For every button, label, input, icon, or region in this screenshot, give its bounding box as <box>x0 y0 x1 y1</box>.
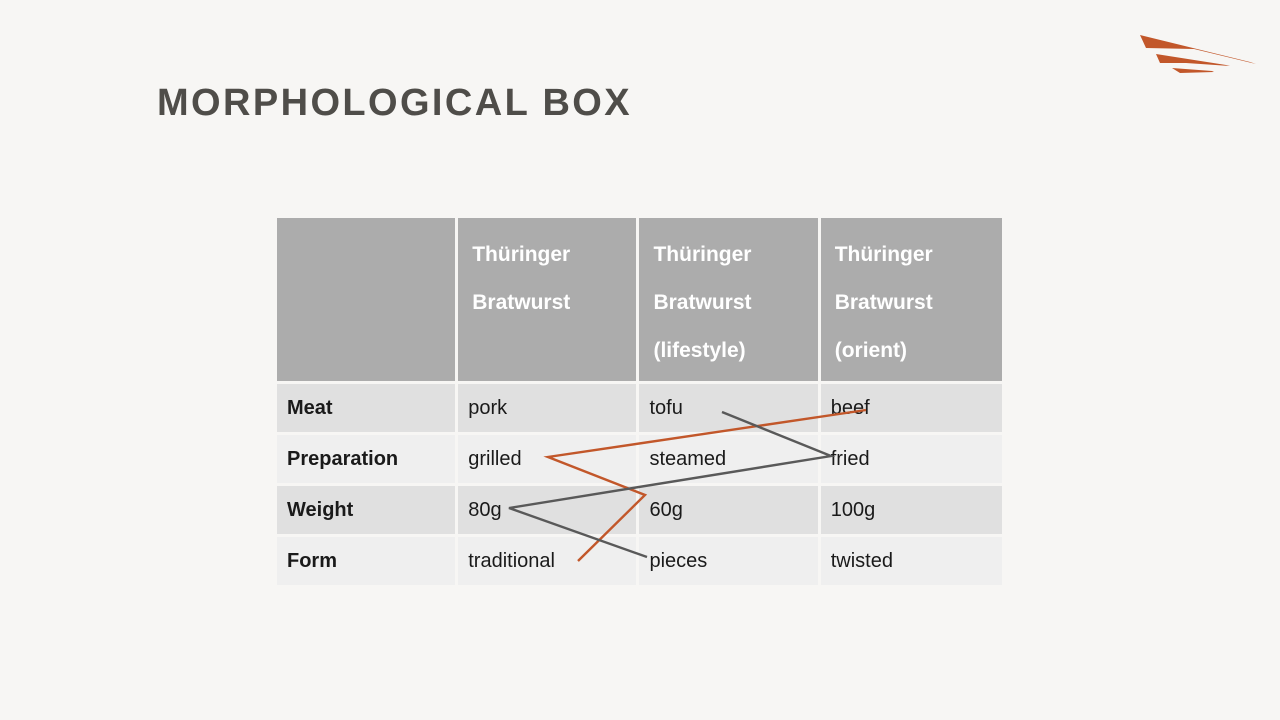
row-label-preparation: Preparation <box>277 435 459 486</box>
paper-plane-logo <box>1140 35 1256 73</box>
header-label-variant-3: Thüringer Bratwurst (orient) <box>834 243 933 362</box>
cell-form-variant-2[interactable]: pieces <box>639 537 821 588</box>
logo-shard-top <box>1140 35 1256 64</box>
header-cell-variant-1: Thüringer Bratwurst <box>458 218 640 384</box>
header-cell-corner <box>277 218 459 384</box>
row-label-weight: Weight <box>277 486 459 537</box>
cell-weight-variant-3[interactable]: 100g <box>820 486 1002 537</box>
cell-weight-variant-1[interactable]: 80g <box>458 486 640 537</box>
cell-form-variant-1[interactable]: traditional <box>458 537 640 588</box>
cell-meat-variant-1[interactable]: pork <box>458 384 640 435</box>
cell-preparation-variant-3[interactable]: fried <box>820 435 1002 486</box>
table-row: Preparation grilled steamed fried <box>277 435 1002 486</box>
table-row: Meat pork tofu beef <box>277 384 1002 435</box>
logo-shard-bottom <box>1172 68 1214 73</box>
header-corner-label <box>277 218 455 231</box>
page-title: MORPHOLOGICAL BOX <box>157 82 632 124</box>
cell-weight-variant-2[interactable]: 60g <box>639 486 821 537</box>
table-row: Form traditional pieces twisted <box>277 537 1002 588</box>
cell-meat-variant-3[interactable]: beef <box>820 384 1002 435</box>
logo-shard-middle <box>1156 54 1230 66</box>
row-label-form: Form <box>277 537 459 588</box>
cell-preparation-variant-1[interactable]: grilled <box>458 435 640 486</box>
header-label-variant-1: Thüringer Bratwurst <box>472 243 571 314</box>
morphological-box-table: Thüringer Bratwurst Thüringer Bratwurst … <box>277 218 1002 588</box>
cell-meat-variant-2[interactable]: tofu <box>639 384 821 435</box>
table-row: Weight 80g 60g 100g <box>277 486 1002 537</box>
row-label-meat: Meat <box>277 384 459 435</box>
cell-preparation-variant-2[interactable]: steamed <box>639 435 821 486</box>
header-cell-variant-3: Thüringer Bratwurst (orient) <box>820 218 1002 384</box>
cell-form-variant-3[interactable]: twisted <box>820 537 1002 588</box>
table-header-row: Thüringer Bratwurst Thüringer Bratwurst … <box>277 218 1002 384</box>
header-cell-variant-2: Thüringer Bratwurst (lifestyle) <box>639 218 821 384</box>
header-label-variant-2: Thüringer Bratwurst (lifestyle) <box>653 243 752 362</box>
